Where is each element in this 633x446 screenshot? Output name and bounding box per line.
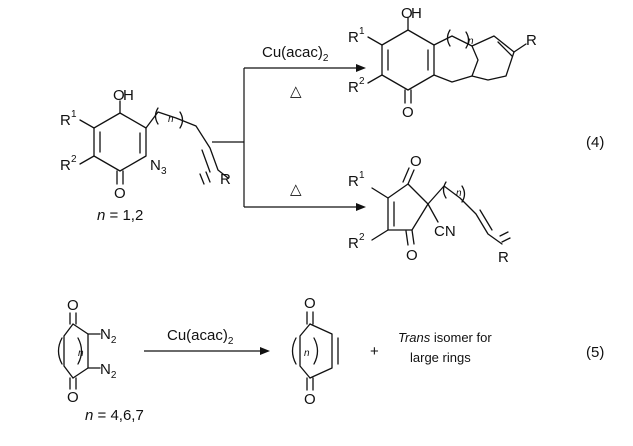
- upper-r1-sup: 1: [359, 26, 365, 37]
- eq4-reactant-quinone: O H R 1 R 2 O N 3 n R n = 1,2: [60, 87, 231, 224]
- eq5-n2-top: N2: [100, 326, 117, 346]
- eq5-note-line2: large rings: [410, 350, 471, 365]
- lower-r: R: [498, 249, 509, 266]
- reactant-n-condition: n = 1,2: [97, 207, 143, 224]
- lower-chain-paren-close: [461, 185, 466, 203]
- upper-arrow-head: [356, 64, 366, 72]
- reactant-r2-sup: 2: [71, 154, 77, 165]
- lower-alkene-double: [479, 209, 493, 231]
- reactant-r1: R: [60, 112, 71, 129]
- eq4-number: (4): [586, 134, 604, 151]
- lower-chain-n: n: [456, 188, 462, 199]
- upper-chain-paren-open: [446, 29, 451, 47]
- reactant-alkene-double: [201, 149, 211, 173]
- lower-co-top-2: [402, 167, 410, 183]
- eq5-product-chain-n: n: [304, 348, 310, 359]
- eq5-prod-ring: [309, 323, 333, 379]
- eq5-n2-bottom: N2: [100, 361, 117, 381]
- eq5-chain: [63, 323, 74, 379]
- upper-r2: R: [348, 79, 359, 96]
- reactant-azide-sub: 3: [161, 166, 167, 177]
- upper-ring-c: [471, 35, 515, 81]
- lower-heat-symbol: △: [290, 181, 302, 198]
- upper-chain-n: n: [468, 36, 474, 47]
- eq5-backbone: [72, 323, 89, 379]
- lower-side-chain: [427, 185, 503, 245]
- lower-chain-paren-open: [442, 181, 447, 199]
- reactant-r2-bond: [79, 155, 95, 165]
- lower-r1-sup: 1: [359, 170, 365, 181]
- lower-alkene-mark-2: [501, 237, 511, 243]
- eq4-lower-product: R 1 R 2 O O CN n R: [348, 153, 511, 266]
- reactant-side-chain: [145, 111, 229, 179]
- reactant-chain-paren-open: [154, 107, 159, 125]
- upper-hydroxy-h: H: [411, 5, 422, 22]
- reactant-carbonyl-o: O: [114, 185, 126, 202]
- reactant-hydroxy-o: O: [113, 87, 125, 104]
- eq5-prod-paren-open: [291, 337, 297, 365]
- upper-ring-b: [433, 35, 479, 83]
- lower-nitrile: CN: [434, 223, 456, 240]
- upper-r1-bond: [367, 36, 383, 46]
- eq5-chain-paren-open: [57, 337, 63, 365]
- lower-r2-sup: 2: [359, 232, 365, 243]
- reactant-r2: R: [60, 157, 71, 174]
- eq5-chain-n: n: [78, 348, 84, 359]
- eq5-reactant-o-bottom: O: [67, 389, 79, 406]
- lower-co-bottom-2: [405, 230, 409, 246]
- lower-alkene-mark: [499, 231, 509, 237]
- upper-carbonyl-o: O: [402, 104, 414, 121]
- reactant-alkene-mark-2: [205, 171, 211, 183]
- reactant-ring-bonds: [93, 112, 147, 172]
- eq5-arrow: Cu(acac)2: [144, 327, 270, 355]
- reactant-alkene-r: R: [220, 171, 231, 188]
- upper-hydroxy-o: O: [401, 5, 413, 22]
- upper-r-bond: [513, 43, 527, 53]
- eq5-n-condition: n = 4,6,7: [85, 407, 144, 424]
- eq5-chain-paren-close: [77, 337, 83, 365]
- lower-arrow-head: [356, 203, 366, 211]
- eq5-number: (5): [586, 344, 604, 361]
- lower-ketone-o-top: O: [410, 153, 422, 170]
- reactant-alkene-mark: [199, 173, 205, 185]
- eq5-product-o-bottom: O: [304, 391, 316, 408]
- eq5-reagent: Cu(acac)2: [167, 327, 234, 347]
- upper-r1: R: [348, 29, 359, 46]
- upper-ring-a: [381, 29, 435, 91]
- lower-r2-bond: [371, 229, 389, 241]
- eq5-arrow-head: [260, 347, 270, 355]
- upper-heat-symbol: △: [290, 83, 302, 100]
- lower-co-bottom: [411, 229, 415, 245]
- reactant-azide-n: N: [150, 157, 161, 174]
- reactant-r1-sup: 1: [71, 109, 77, 120]
- eq5-reactant-diazo: O O N2 N2 n n = 4,6,7: [57, 297, 144, 424]
- lower-cn-bond: [427, 203, 439, 223]
- eq5-prod-paren-close: [313, 337, 319, 365]
- eq5-note-line1: Trans isomer for: [398, 330, 492, 345]
- reactant-r1-bond: [79, 119, 95, 129]
- upper-r2-bond: [367, 74, 383, 84]
- reactant-hydroxy-h: H: [123, 87, 134, 104]
- lower-ketone-o-bottom: O: [406, 247, 418, 264]
- lower-co-top: [407, 169, 415, 185]
- eq5-plus: +: [370, 343, 379, 360]
- eq5-prod-chain: [299, 323, 311, 379]
- eq4-branch-arrows: Cu(acac)2 △ △: [212, 44, 366, 211]
- eq5-reactant-o-top: O: [67, 297, 79, 314]
- upper-r2-sup: 2: [359, 76, 365, 87]
- upper-reagent: Cu(acac)2: [262, 44, 329, 64]
- reactant-chain-n: n: [168, 114, 174, 125]
- reactant-chain-paren-close: [179, 111, 184, 129]
- lower-r2: R: [348, 235, 359, 252]
- upper-chain-paren-close: [465, 31, 470, 49]
- upper-r: R: [526, 32, 537, 49]
- lower-r1: R: [348, 173, 359, 190]
- lower-ring: [387, 183, 429, 231]
- lower-r1-bond: [371, 187, 389, 199]
- eq5-product-o-top: O: [304, 295, 316, 312]
- eq4-upper-product: O H R 1 R 2 O n R: [348, 5, 537, 121]
- upper-ring-c-double: [497, 41, 513, 57]
- eq5-product-enedione: O O n: [291, 295, 339, 408]
